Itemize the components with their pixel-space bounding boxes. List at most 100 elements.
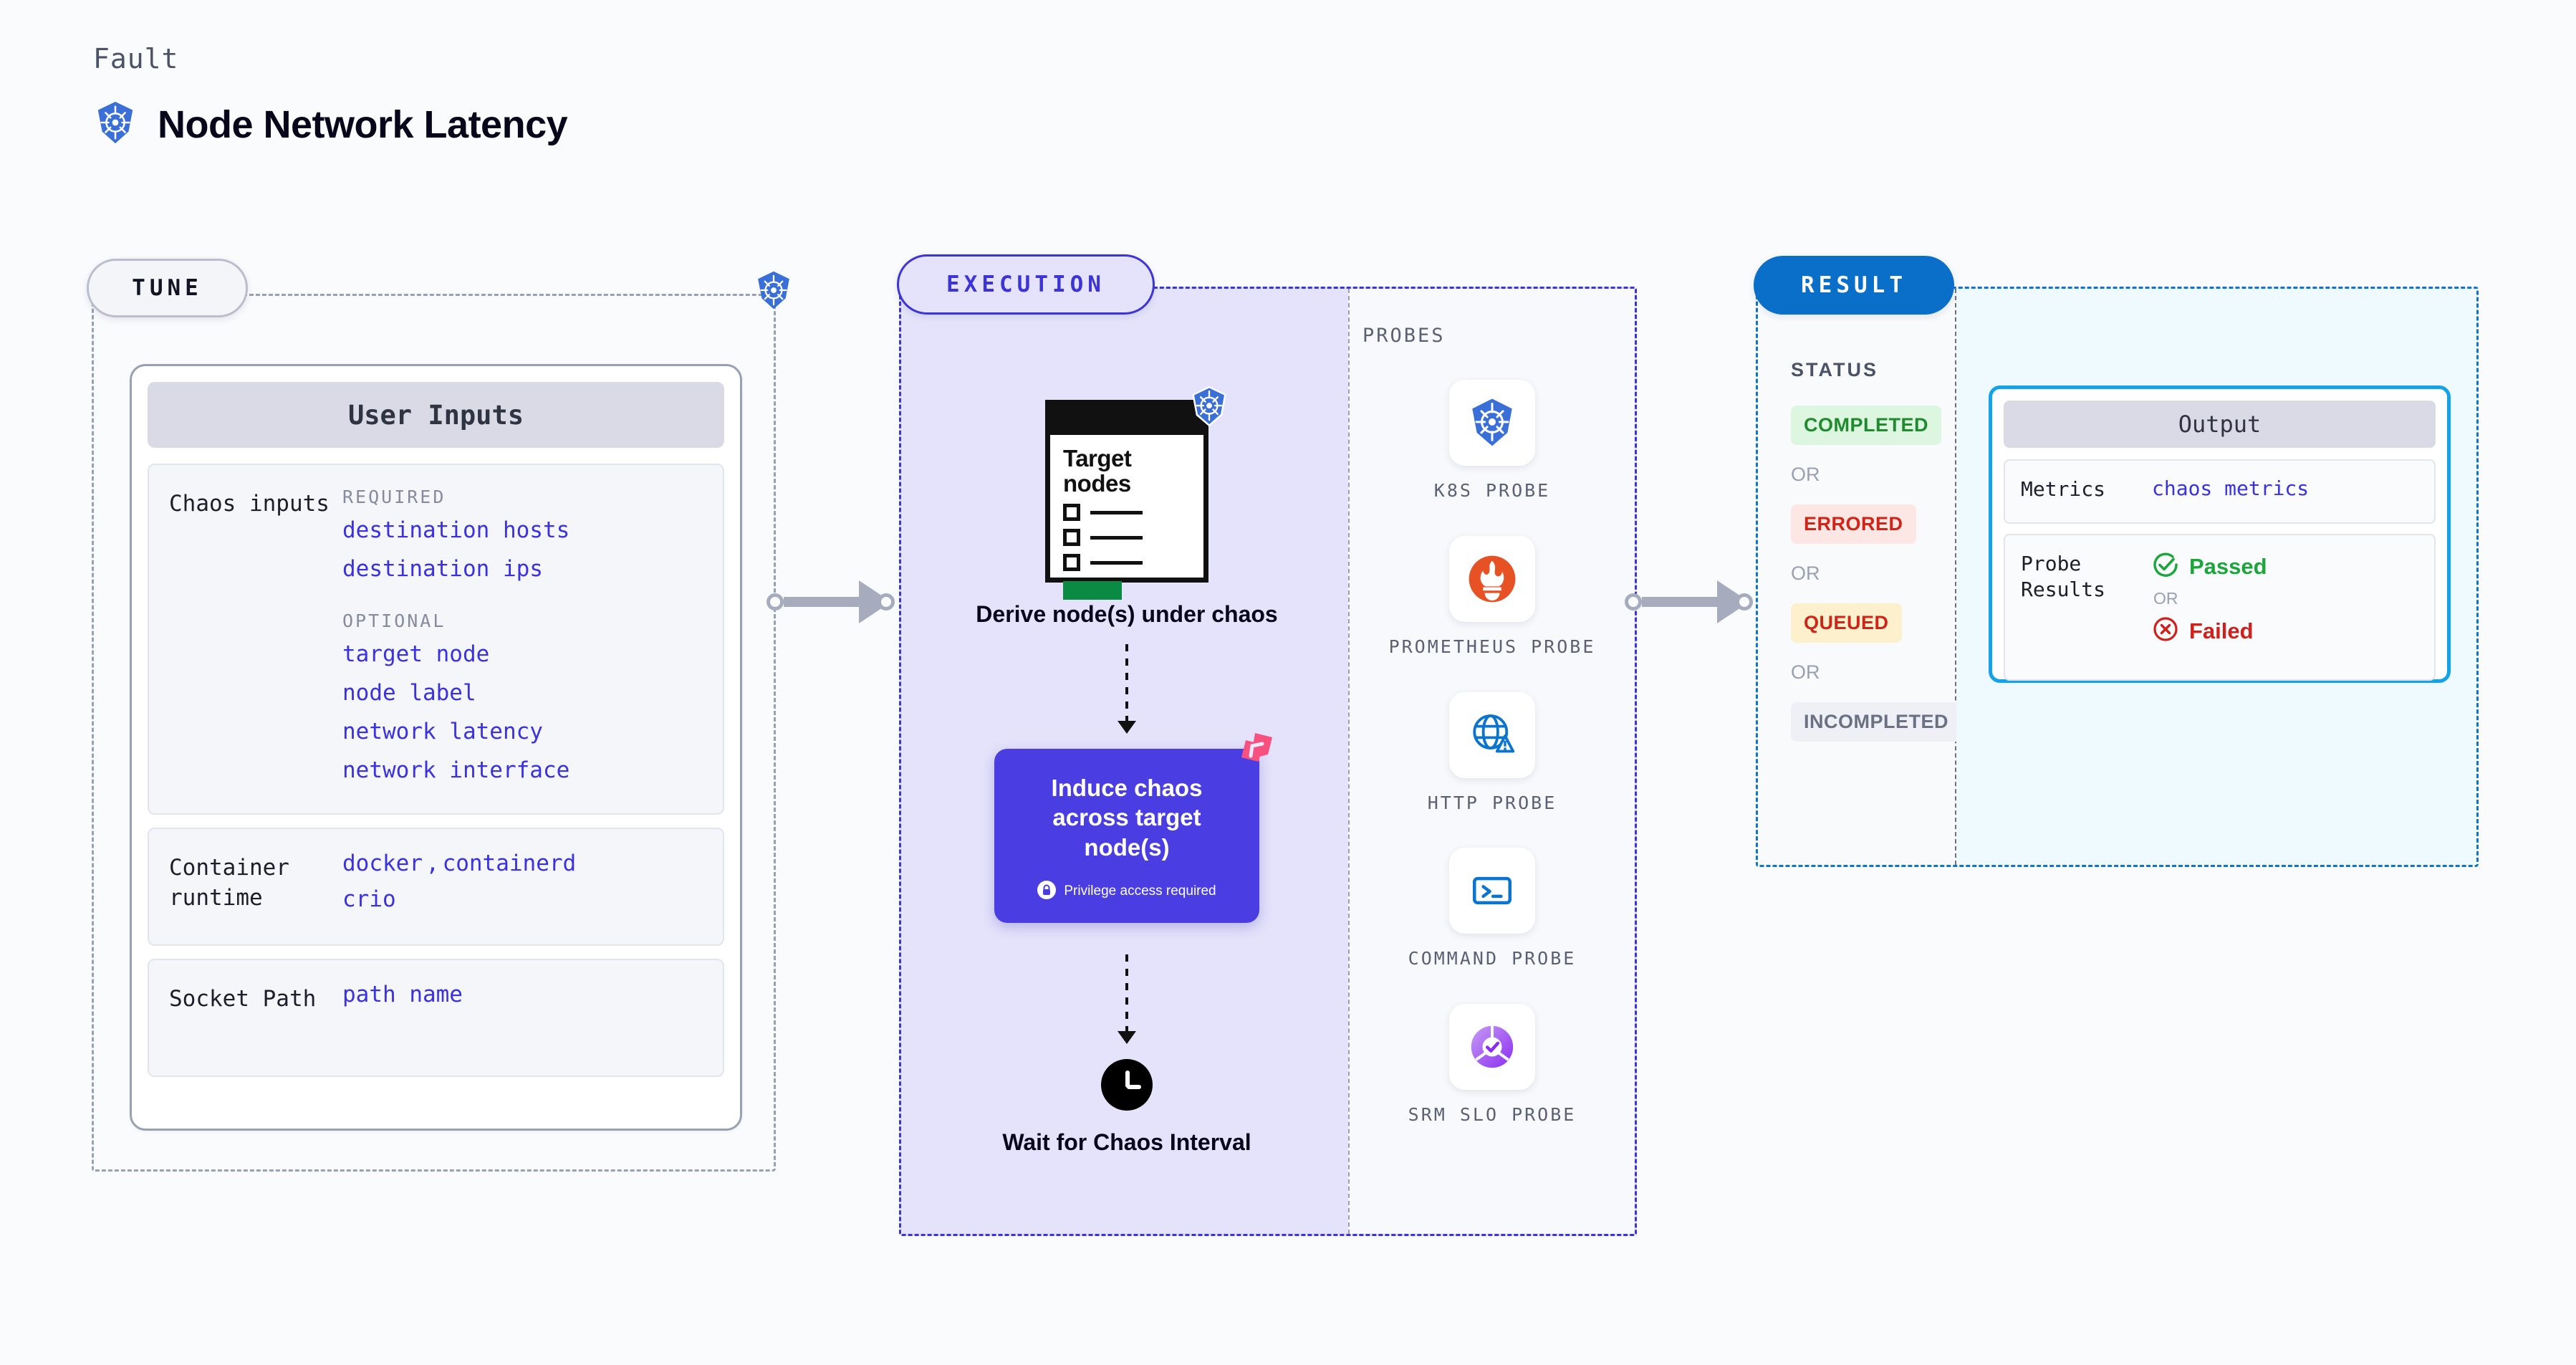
- socket-path-label: Socket Path: [169, 986, 317, 1012]
- input-network-latency[interactable]: network latency: [342, 719, 543, 744]
- user-inputs-title: User Inputs: [148, 382, 724, 448]
- input-target-node[interactable]: target node: [342, 641, 490, 667]
- page-title: Node Network Latency: [158, 102, 568, 146]
- result-panel: RESULT STATUS COMPLETED OR ERRORED OR QU…: [1754, 256, 2479, 867]
- check-circle-icon: [2152, 551, 2179, 582]
- connector-execution-to-result: [1625, 580, 1768, 623]
- status-or: OR: [1791, 661, 1820, 683]
- induce-chaos-title: Induce chaos across target node(s): [1051, 775, 1203, 861]
- connector-start-dot: [766, 593, 784, 610]
- probe-label: HTTP PROBE: [1427, 792, 1557, 813]
- page-header: Fault Node Network Latency: [93, 43, 568, 148]
- clock-icon: [1101, 1058, 1153, 1111]
- probe-label: K8S PROBE: [1433, 480, 1551, 501]
- container-runtime-row: Container runtime docker , containerd cr…: [148, 828, 724, 946]
- induce-chaos-card[interactable]: Induce chaos across target node(s) Privi…: [994, 733, 1272, 923]
- user-inputs-card: User Inputs Chaos inputs REQUIRED destin…: [130, 364, 742, 1131]
- probe-label: PROMETHEUS PROBE: [1388, 636, 1596, 657]
- document-list-item: [1063, 504, 1203, 522]
- execution-badge: EXECUTION: [897, 254, 1155, 315]
- probe-k8s[interactable]: K8S PROBE: [1350, 380, 1635, 503]
- checkbox-icon: [1063, 529, 1080, 547]
- probe-label: COMMAND PROBE: [1408, 948, 1577, 969]
- derive-nodes-card: Target nodes: [1045, 385, 1226, 600]
- chaos-inputs-values: REQUIRED destination hosts destination i…: [342, 487, 723, 792]
- document-icon: Target nodes: [1045, 400, 1208, 600]
- output-title: Output: [2004, 401, 2436, 448]
- probe-command[interactable]: COMMAND PROBE: [1350, 848, 1635, 971]
- probe-results-label: Probe Results: [2021, 552, 2106, 602]
- runtime-docker[interactable]: docker: [342, 851, 423, 876]
- probe-results-values: Passed OR Failed: [2152, 551, 2267, 664]
- runtime-separator: ,: [426, 851, 440, 876]
- metrics-label: Metrics: [2021, 477, 2106, 501]
- probe-result-or: OR: [2153, 589, 2178, 608]
- derive-caption: Derive node(s) under chaos: [976, 601, 1278, 627]
- harness-logo-icon: [1236, 730, 1275, 772]
- metrics-row: Metrics chaos metrics: [2004, 459, 2436, 524]
- connector-end-dot: [1736, 593, 1753, 610]
- runtime-containerd[interactable]: containerd: [442, 851, 577, 876]
- status-badge-queued: QUEUED: [1791, 603, 1902, 643]
- checkbox-icon: [1063, 504, 1080, 522]
- flow-arrow-down: [1118, 954, 1136, 1044]
- srm-slo-icon: [1449, 1004, 1535, 1090]
- metrics-value[interactable]: chaos metrics: [2152, 476, 2310, 500]
- input-destination-hosts[interactable]: destination hosts: [342, 517, 570, 543]
- execution-flow: Target nodes Derive node(s) u: [901, 289, 1352, 1234]
- execution-panel: EXECUTION Target nodes: [897, 254, 1637, 1236]
- kubernetes-icon: [1449, 380, 1535, 466]
- kubernetes-icon: [93, 100, 138, 148]
- socket-path-values: path name: [342, 982, 723, 1054]
- status-badge-incompleted: INCOMPLETED: [1791, 702, 1962, 742]
- document-heading: Target nodes: [1063, 445, 1132, 497]
- document-titlebar: [1050, 405, 1203, 435]
- line-placeholder: [1090, 560, 1143, 565]
- http-globe-icon: [1449, 691, 1535, 778]
- page-eyebrow: Fault: [93, 43, 179, 75]
- terminal-icon: [1449, 848, 1535, 934]
- wait-caption: Wait for Chaos Interval: [1002, 1129, 1251, 1155]
- privilege-note: Privilege access required: [1011, 880, 1242, 903]
- input-destination-ips[interactable]: destination ips: [342, 556, 543, 582]
- kubernetes-icon: [754, 270, 794, 314]
- document-list-item: [1063, 529, 1203, 547]
- status-column: STATUS COMPLETED OR ERRORED OR QUEUED OR…: [1758, 289, 1962, 865]
- page-title-row: Node Network Latency: [93, 100, 568, 148]
- connector-tune-to-execution: [766, 580, 910, 623]
- status-badge-errored: ERRORED: [1791, 504, 1916, 544]
- output-region: Output Metrics chaos metrics Probe Resul…: [1956, 289, 2476, 865]
- probes-title: PROBES: [1363, 325, 1446, 347]
- chaos-inputs-label: Chaos inputs: [169, 491, 330, 517]
- lock-icon: [1037, 880, 1057, 903]
- optional-group-title: OPTIONAL: [342, 610, 446, 631]
- input-network-interface[interactable]: network interface: [342, 757, 570, 783]
- kubernetes-icon: [1187, 384, 1231, 432]
- connector-bar: [784, 597, 859, 607]
- socket-path-row: Socket Path path name: [148, 959, 724, 1077]
- line-placeholder: [1090, 535, 1143, 540]
- connector-end-dot: [878, 593, 895, 610]
- probe-results-row: Probe Results Passed OR: [2004, 534, 2436, 681]
- privilege-text: Privilege access required: [1064, 883, 1216, 899]
- document-list-item: [1063, 554, 1203, 572]
- status-or: OR: [1791, 464, 1820, 485]
- container-runtime-values: docker , containerd crio: [342, 851, 723, 923]
- prometheus-icon: [1449, 535, 1535, 622]
- document-progress-bar: [1063, 581, 1122, 600]
- input-node-label[interactable]: node label: [342, 680, 476, 706]
- runtime-crio[interactable]: crio: [342, 886, 396, 912]
- probe-http[interactable]: HTTP PROBE: [1350, 691, 1635, 815]
- socket-path-value[interactable]: path name: [342, 982, 463, 1007]
- status-title: STATUS: [1791, 359, 1878, 380]
- chaos-inputs-row: Chaos inputs REQUIRED destination hosts …: [148, 464, 724, 815]
- passed-label: Passed: [2189, 553, 2267, 579]
- probe-result-passed: Passed: [2152, 551, 2267, 582]
- probe-srm-slo[interactable]: SRM SLO PROBE: [1350, 1004, 1635, 1127]
- probe-result-failed: Failed: [2152, 616, 2267, 646]
- failed-label: Failed: [2189, 618, 2254, 643]
- result-badge: RESULT: [1754, 256, 1954, 315]
- probe-label: SRM SLO PROBE: [1408, 1104, 1577, 1125]
- probe-prometheus[interactable]: PROMETHEUS PROBE: [1350, 535, 1635, 659]
- connector-bar: [1642, 597, 1717, 607]
